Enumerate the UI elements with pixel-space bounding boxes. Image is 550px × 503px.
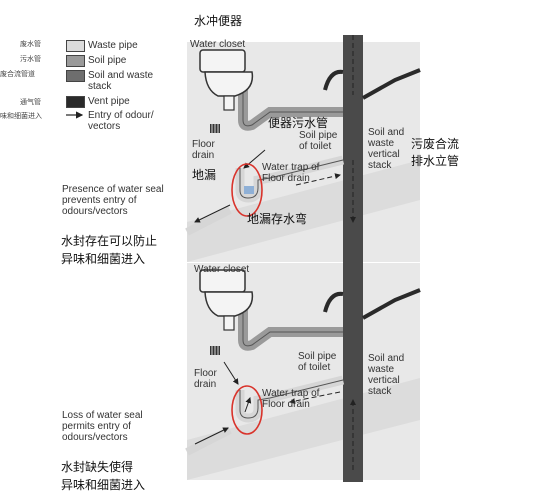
top-soil-pipe-cn: 便器污水管 (268, 116, 329, 130)
legend-cn-vent: 通气管 (20, 98, 41, 106)
top-seal-cn: 水封存在可以防止 异味和细菌进入 (61, 234, 158, 266)
bottom-vent-pipe (362, 288, 421, 320)
legend-cn-soil: 污水管 (20, 55, 41, 63)
legend-swatch-vent-pipe (66, 96, 85, 108)
bottom-seal-cn: 水封缺失使得 异味和细菌进入 (61, 460, 146, 492)
legend-cn-odour: 味和细菌进入 (0, 112, 42, 120)
top-water-trap-label: Water trap of Floor drain (262, 162, 320, 184)
legend-label-waste-pipe: Waste pipe (88, 40, 138, 51)
legend-swatch-stack (66, 70, 85, 82)
top-trap-highlight (231, 163, 263, 217)
top-floor-drain-cn: 地漏 (192, 168, 217, 182)
top-floor-drain (210, 124, 220, 133)
top-water-trap-cn: 地漏存水弯 (247, 212, 308, 226)
top-soil-pipe-label: Soil pipe of toilet (299, 130, 338, 152)
top-floor-drain-label: Floor drain (192, 139, 215, 161)
top-stack-cn: 污废合流 排水立管 (411, 137, 460, 168)
legend-cn-stack: 废合流管道 (0, 70, 35, 78)
top-panel (185, 35, 421, 263)
bottom-water-closet-label: Water closet (194, 264, 250, 275)
top-vertical-stack (343, 35, 363, 263)
bottom-soil-pipe-label: Soil pipe of toilet (298, 351, 337, 373)
legend-swatch-soil-pipe (66, 55, 85, 67)
legend-label-stack: Soil and waste stack (88, 70, 154, 92)
bottom-water-closet (199, 269, 254, 331)
bottom-seal-en: Loss of water seal permits entry of odou… (62, 410, 143, 443)
top-seal-en: Presence of water seal prevents entry of… (62, 184, 164, 217)
legend-label-soil-pipe: Soil pipe (88, 55, 127, 66)
bottom-vertical-stack (343, 258, 363, 482)
legend-label-odour: Entry of odour/ vectors (88, 110, 154, 132)
top-stack-label: Soil and waste vertical stack (368, 127, 405, 171)
legend-label-vent-pipe: Vent pipe (88, 96, 130, 107)
top-water-seal (244, 186, 254, 194)
bottom-stack-label: Soil and waste vertical stack (368, 353, 405, 397)
bottom-floor-drain-label: Floor drain (194, 368, 217, 390)
bottom-panel (185, 258, 421, 482)
legend-swatch-waste-pipe (66, 40, 85, 52)
top-water-closet-label: Water closet (190, 39, 246, 50)
top-water-closet (199, 49, 254, 111)
top-title-cn: 水冲便器 (194, 14, 243, 28)
legend-cn-waste: 废水管 (20, 40, 41, 48)
bottom-trap-highlight (231, 385, 263, 435)
bottom-water-trap-label: Water trap of Floor drain (262, 388, 320, 410)
top-vent-pipe (362, 68, 421, 100)
bottom-floor-drain (210, 346, 220, 355)
